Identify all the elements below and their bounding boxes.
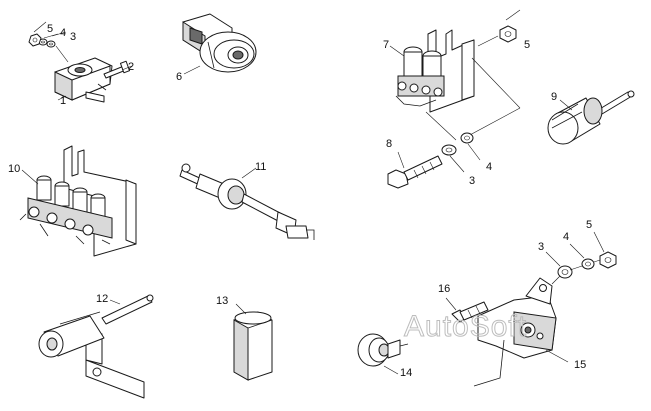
callout-2: 2 [128,61,134,73]
callout-13: 13 [216,295,228,307]
callout-15: 15 [574,359,586,371]
callout-11: 11 [255,161,266,173]
callout-5: 5 [47,23,53,35]
callout-6: 6 [176,71,182,83]
callout-8: 8 [386,138,392,150]
callout-4-lower: 4 [563,231,569,243]
callout-5-upper: 5 [524,39,530,51]
part-9-cylinder-sensor [547,90,635,145]
callout-3-mid: 3 [469,175,475,187]
callout-9: 9 [551,91,557,103]
part-4-washer-lower [581,258,595,270]
callout-3-lower: 3 [538,241,544,253]
part-5-nut-lower [599,251,617,269]
part-12-sensor-bracket [38,294,154,399]
part-10-valve-manifold [19,145,137,257]
part-6-pressure-sensor [182,13,257,73]
callout-4-mid: 4 [486,161,492,173]
callout-1: 1 [60,95,66,107]
callout-10: 10 [8,163,20,175]
part-3-washer [46,40,56,48]
part-11-sensor-cable [179,163,315,240]
part-13-cap [233,311,273,381]
part-5-nut [28,33,42,47]
part-14-sensor [357,333,409,367]
callout-5-lower: 5 [586,219,592,231]
callout-12: 12 [96,293,108,305]
callout-4: 4 [60,27,66,39]
part-7-valve-block [395,29,475,113]
part-5-nut-upper [499,25,517,43]
callout-3: 3 [70,31,76,43]
part-3-washer-mid [441,144,457,156]
part-4-washer-mid [460,132,474,144]
part-16-bolt [451,301,489,323]
part-3-washer-lower [557,265,573,279]
part-8-bolt [387,155,443,189]
part-15-solenoid [473,277,557,387]
callout-7: 7 [383,39,389,51]
part-1-switch-body [54,57,113,103]
callout-16: 16 [438,283,450,295]
part-2-screw [103,60,131,79]
watermark: AutoSoft [404,310,527,343]
callout-14: 14 [400,367,412,379]
